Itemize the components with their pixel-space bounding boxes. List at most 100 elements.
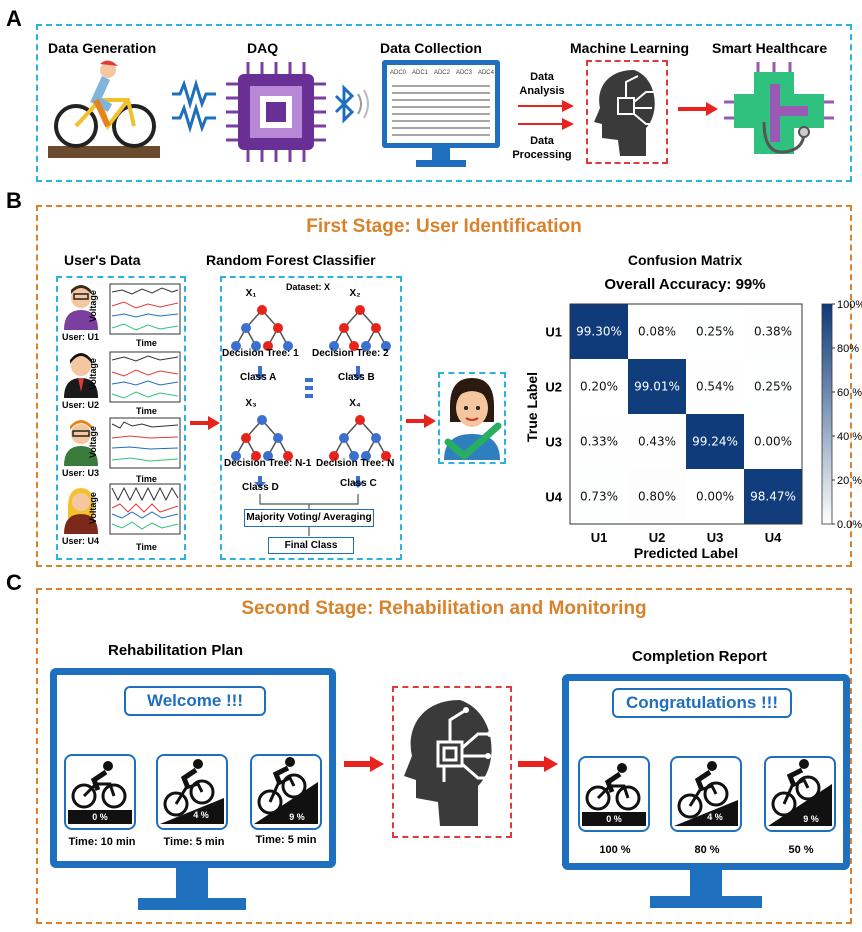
cyclist-steep-incline-icon [254, 757, 318, 824]
cm-cell-0-2 [686, 304, 744, 359]
panel-c-title: Second Stage: Rehabilitation and Monitor… [241, 598, 647, 619]
cm-xtick-label: U2 [649, 530, 666, 545]
cm-colorbar-tick-label: 0.0% [837, 519, 862, 531]
majority-voting-box: Majority Voting/ Averaging [244, 509, 374, 527]
step-smart-healthcare: Smart Healthcare [712, 40, 828, 56]
cm-title: Confusion Matrix [627, 252, 743, 268]
final-class-box: Final Class [268, 537, 354, 554]
cm-colorbar [821, 303, 833, 525]
cm-cell-label: 0.33% [580, 435, 618, 449]
slope-label-9: 9 % [289, 812, 305, 822]
report-monitor-base [650, 896, 762, 908]
bluetooth-icon [334, 84, 369, 124]
panel-letter-c: C [6, 570, 22, 595]
step-daq: DAQ [247, 40, 279, 56]
table-header-adc4: ADC4 [477, 70, 494, 76]
cm-cell-label: 99.01% [634, 380, 680, 394]
healthcare-cross-icon [724, 62, 834, 154]
plan-monitor-stand [176, 868, 208, 900]
cm-colorbar-tick-label: 100% [837, 299, 862, 311]
tree-x4-label: X₄ [349, 398, 361, 409]
time-axis-label: Time [136, 338, 157, 348]
plan-monitor-base [138, 898, 246, 910]
voltage-axis-label: Voltage [88, 492, 98, 524]
cm-cell-3-0 [570, 469, 628, 524]
class-c-label: Class C [340, 478, 377, 489]
data-analysis-label: Data Analysis [519, 71, 565, 97]
user-label-u2: User: U2 [62, 400, 100, 410]
panel-letter-b: B [6, 188, 22, 213]
cm-xtick-label: U1 [591, 530, 608, 545]
class-a-label: Class A [240, 372, 277, 383]
ai-head-icon [404, 700, 493, 826]
tree-x3-label: X₃ [245, 398, 257, 409]
tree-2-label: Decision Tree: 2 [312, 348, 389, 359]
cm-ytick-label: U4 [545, 490, 562, 505]
time-label-flat: Time: 10 min [68, 836, 136, 848]
report-monitor-stand [690, 870, 722, 898]
cm-cell-label: 0.20% [580, 380, 618, 394]
data-table-header: ADC0 ADC1 ADC2 ADC3 ADC4 [390, 70, 494, 76]
panel-b-frame [36, 205, 852, 567]
cm-cell-1-3 [744, 359, 802, 414]
panel-a-frame [36, 24, 852, 182]
congratulations-banner: Congratulations !!! [612, 688, 792, 718]
cyclist-steep-incline-icon [768, 759, 832, 826]
cm-cell-3-1 [628, 469, 686, 524]
cm-cell-label: 0.08% [638, 325, 676, 339]
voltage-plot-u4 [109, 483, 181, 535]
data-processing-label: Data Processing [512, 135, 572, 161]
cyclist-incline-icon [160, 759, 224, 824]
cm-xlabel: Predicted Label [633, 545, 739, 561]
user-list: User: U1 Voltage Time User: U2 Voltage T… [60, 282, 184, 558]
user-avatar-icon [64, 285, 98, 330]
table-header-adc1: ADC1 [411, 70, 428, 76]
cm-colorbar-tick-label: 20 % [837, 475, 862, 487]
welcome-banner: Welcome !!! [124, 686, 266, 716]
completion-flat: 100 % [599, 844, 631, 856]
cm-cell-1-0 [570, 359, 628, 414]
arrow-right-icon [678, 102, 718, 116]
cm-cell-label: 99.24% [692, 435, 738, 449]
cm-cell-2-2 [686, 414, 744, 469]
cm-cell-label: 0.00% [754, 435, 792, 449]
user-label-u3: User: U3 [62, 468, 100, 478]
cm-colorbar-tick-label: 40 % [837, 431, 862, 443]
cm-cell-2-3 [744, 414, 802, 469]
class-b-label: Class B [338, 372, 375, 383]
cm-cell-label: 98.47% [750, 490, 796, 504]
data-monitor-icon [382, 60, 500, 167]
report-title: Completion Report [632, 648, 767, 665]
user-label-u1: User: U1 [62, 332, 100, 342]
slope-label-4: 4 % [707, 812, 723, 822]
cm-cell-label: 0.25% [696, 325, 734, 339]
table-header-adc0: ADC0 [390, 70, 407, 76]
rf-dataset-label: Dataset: X [286, 282, 331, 292]
verified-user-icon [444, 378, 502, 461]
voltage-axis-label: Voltage [88, 358, 98, 390]
cm-cell-0-1 [628, 304, 686, 359]
slope-label-9: 9 % [803, 814, 819, 824]
cm-cell-2-0 [570, 414, 628, 469]
tree-x2-label: X₂ [349, 288, 361, 299]
rf-title: Random Forest Classifier [206, 252, 376, 268]
tree-n-1-label: Decision Tree: N-1 [224, 458, 312, 469]
panel-c-frame [36, 588, 852, 924]
cm-cell-2-1 [628, 414, 686, 469]
voltage-plot-u2 [109, 351, 181, 403]
arrow-right-icon [518, 100, 574, 130]
cm-xtick-label: U3 [707, 530, 724, 545]
tree-1-label: Decision Tree: 1 [222, 348, 299, 359]
cm-ytick-label: U1 [545, 325, 562, 340]
ai-head-icon [594, 70, 655, 156]
cyclist-flat-icon [582, 763, 646, 826]
voltage-plot-u3 [109, 417, 181, 469]
cm-ytick-label: U2 [545, 380, 562, 395]
identified-user-frame [438, 372, 506, 464]
arrow-right-icon [344, 756, 384, 772]
ml-head-frame [586, 60, 668, 164]
rf-frame [220, 276, 402, 560]
cm-cell-1-2 [686, 359, 744, 414]
tree-x1-label: X₁ [245, 288, 257, 299]
daq-chip-icon [226, 62, 326, 162]
